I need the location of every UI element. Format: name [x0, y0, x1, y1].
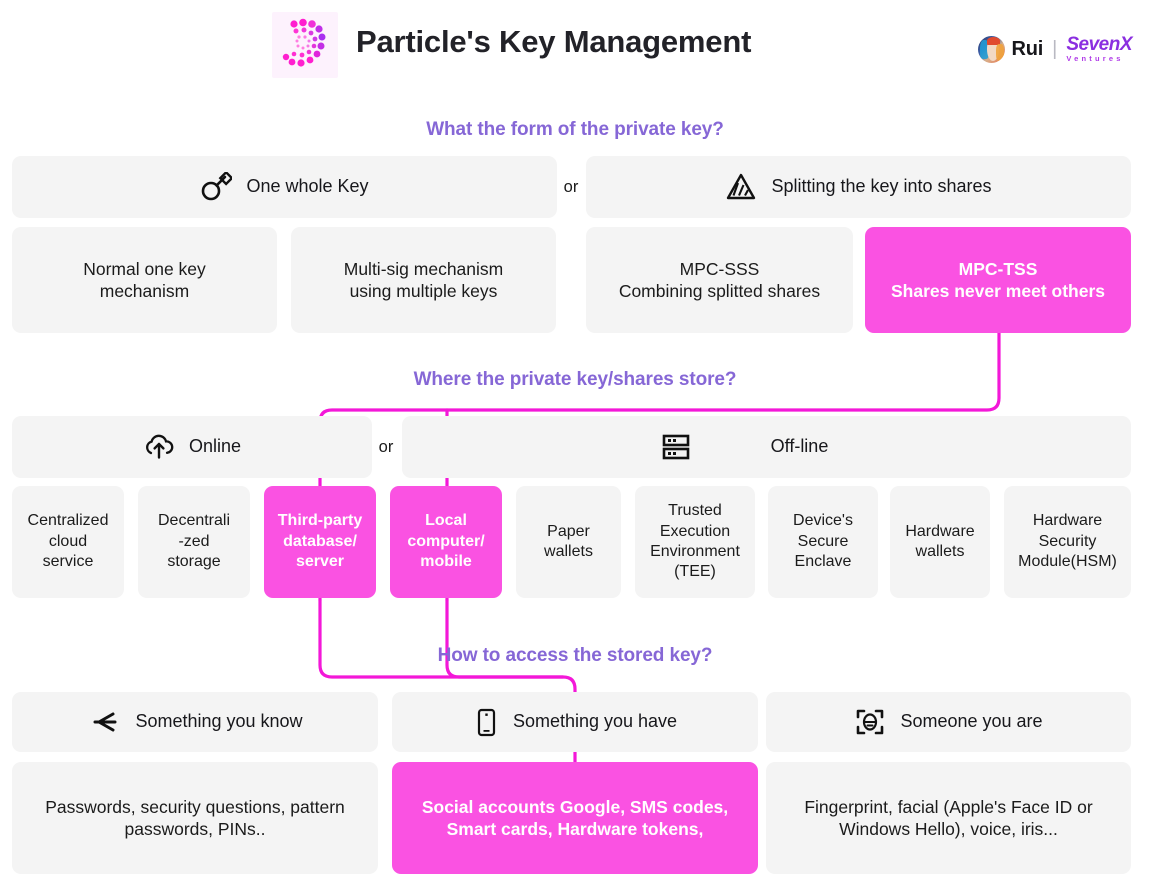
header-label-something-you-know: Something you know — [135, 711, 303, 732]
face-scan-icon — [854, 707, 886, 737]
option-line-2: database/ — [283, 532, 357, 550]
option-social-accounts-sms-smartcards[interactable]: Social accounts Google, SMS codes, Smart… — [392, 762, 758, 874]
header-label-online: Online — [188, 436, 242, 457]
header-one-whole-key[interactable]: One whole Key — [12, 156, 557, 218]
option-line-1: Passwords, security questions, pattern — [45, 796, 345, 817]
option-line-4: (TEE) — [674, 563, 716, 581]
option-local-computer-mobile[interactable]: Local computer/ mobile — [390, 486, 502, 598]
cloud-upload-icon — [143, 432, 175, 462]
server-offline-icon — [661, 432, 691, 462]
option-line-2: passwords, PINs.. — [124, 819, 266, 839]
option-centralized-cloud-service[interactable]: Centralized cloud service — [12, 486, 124, 598]
key-icon — [200, 172, 233, 202]
particle-spiral-logo — [272, 12, 338, 78]
question-form-of-private-key: What the form of the private key? — [426, 119, 724, 140]
option-line-2: wallets — [915, 543, 965, 560]
option-line-1: Fingerprint, facial (Apple's Face ID or — [804, 796, 1093, 817]
option-line-2: mechanism — [99, 281, 190, 301]
option-line-1: Multi-sig mechanism — [343, 258, 504, 279]
option-line-3: mobile — [420, 553, 472, 571]
option-line-1: Decentrali — [157, 512, 231, 530]
brand-separator: | — [1052, 37, 1058, 60]
option-paper-wallets[interactable]: Paper wallets — [516, 486, 621, 598]
option-line-2: Combining splitted shares — [618, 281, 821, 301]
sevenx-logo: SevenX Ventures — [1066, 35, 1132, 63]
option-line-2: computer/ — [407, 532, 485, 550]
header-label-one-whole-key: One whole Key — [246, 176, 369, 197]
header-label-something-you-have: Something you have — [512, 711, 678, 732]
option-line-1: Centralized — [27, 512, 109, 530]
header-label-someone-you-are: Someone you are — [900, 711, 1043, 732]
option-line-3: server — [295, 553, 345, 571]
option-device-secure-enclave[interactable]: Device's Secure Enclave — [768, 486, 878, 598]
option-normal-one-key-mechanism[interactable]: Normal one key mechanism — [12, 227, 277, 333]
or-label-section2: or — [378, 438, 394, 456]
option-line-1: Third-party — [277, 512, 363, 530]
option-line-1: Hardware — [1032, 512, 1103, 530]
option-hardware-security-module[interactable]: Hardware Security Module(HSM) — [1004, 486, 1131, 598]
rui-avatar — [977, 35, 1005, 63]
option-line-3: storage — [167, 553, 221, 571]
option-line-2: Execution — [659, 522, 731, 540]
option-line-1: Hardware — [905, 522, 975, 540]
option-line-3: Module(HSM) — [1018, 553, 1117, 571]
option-line-1: MPC-SSS — [679, 258, 760, 279]
page-title: Particle's Key Management — [356, 24, 752, 59]
option-line-1: MPC-TSS — [958, 258, 1038, 279]
option-line-2: Security — [1038, 532, 1097, 550]
option-line-2: Windows Hello), voice, iris... — [839, 819, 1058, 839]
option-line-1: Local — [425, 512, 467, 530]
option-line-1: Normal one key — [83, 258, 206, 279]
option-line-3: service — [42, 553, 94, 571]
option-line-2: -zed — [178, 532, 210, 550]
option-mpc-sss[interactable]: MPC-SSS Combining splitted shares — [586, 227, 853, 333]
option-line-1: Trusted — [668, 502, 722, 520]
option-line-3: Enclave — [794, 553, 852, 571]
header-label-splitting-key: Splitting the key into shares — [771, 176, 992, 197]
header-something-you-know[interactable]: Something you know — [12, 692, 378, 752]
header-offline[interactable]: Off-line — [402, 416, 1131, 478]
sevenx-wordmark: SevenX — [1066, 34, 1132, 56]
question-where-key-shares-store: Where the private key/shares store? — [413, 369, 737, 390]
question-how-to-access-stored-key: How to access the stored key? — [437, 645, 713, 666]
option-line-1: Device's — [793, 512, 853, 530]
option-line-2: Secure — [797, 532, 849, 550]
header-someone-you-are[interactable]: Someone you are — [766, 692, 1131, 752]
option-hardware-wallets[interactable]: Hardware wallets — [890, 486, 990, 598]
option-mpc-tss[interactable]: MPC-TSS Shares never meet others — [865, 227, 1131, 333]
option-passwords-security-questions[interactable]: Passwords, security questions, pattern p… — [12, 762, 378, 874]
header-splitting-key-into-shares[interactable]: Splitting the key into shares — [586, 156, 1131, 218]
split-triangle-icon — [725, 172, 757, 202]
option-line-2: Shares never meet others — [891, 281, 1105, 301]
mobile-phone-icon — [473, 707, 499, 737]
option-line-2: wallets — [544, 543, 593, 560]
option-trusted-execution-environment[interactable]: Trusted Execution Environment (TEE) — [635, 486, 755, 598]
option-line-1: Social accounts Google, SMS codes, — [421, 796, 729, 817]
option-line-1: Paper — [547, 522, 590, 540]
option-third-party-database-server[interactable]: Third-party database/ server — [264, 486, 376, 598]
sevenx-tagline: Ventures — [1066, 54, 1124, 64]
option-line-3: Environment — [650, 543, 740, 560]
header-label-offline: Off-line — [770, 436, 829, 457]
option-fingerprint-facial-voice-iris[interactable]: Fingerprint, facial (Apple's Face ID or … — [766, 762, 1131, 874]
arrow-left-know-icon — [87, 707, 121, 737]
header-online[interactable]: Online — [12, 416, 372, 478]
option-line-2: Smart cards, Hardware tokens, — [446, 819, 704, 839]
brand-author-name: Rui — [1011, 37, 1044, 60]
option-line-2: using multiple keys — [349, 281, 498, 301]
option-line-2: cloud — [48, 532, 88, 550]
or-label-section1: or — [563, 178, 579, 196]
option-decentralized-storage[interactable]: Decentrali -zed storage — [138, 486, 250, 598]
page-header: Particle's Key Management Rui | SevenX V… — [0, 0, 1150, 96]
option-multisig-mechanism[interactable]: Multi-sig mechanism using multiple keys — [291, 227, 556, 333]
header-something-you-have[interactable]: Something you have — [392, 692, 758, 752]
brand-credit: Rui | SevenX Ventures — [977, 32, 1132, 66]
